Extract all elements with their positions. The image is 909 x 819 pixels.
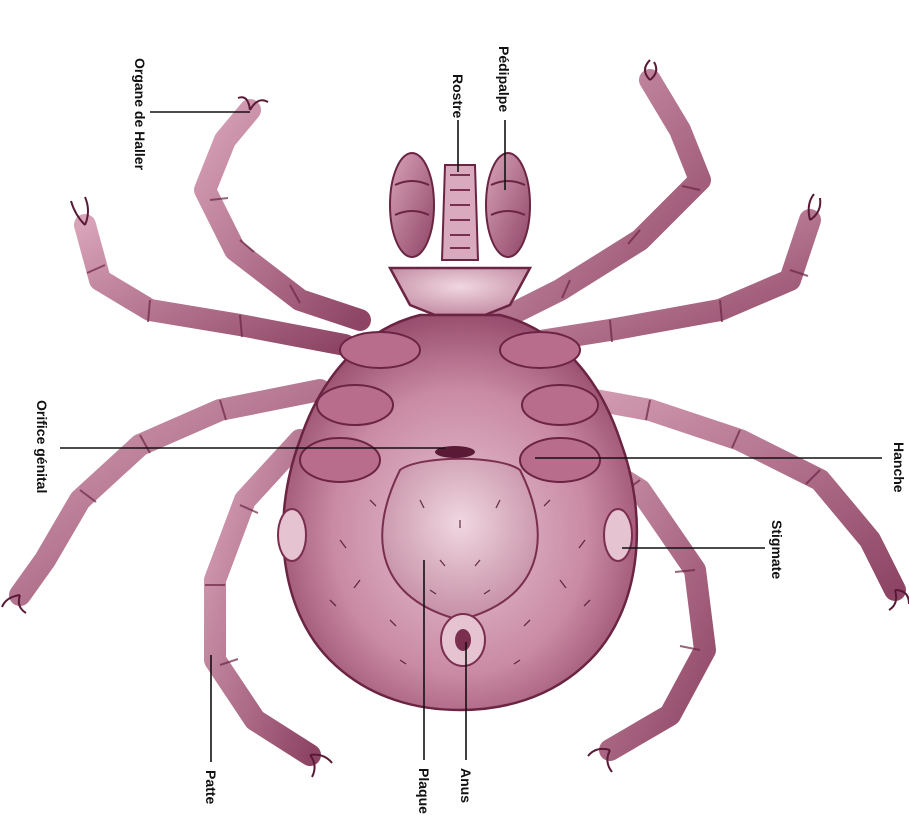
label-pedipalpe: Pédipalpe (496, 46, 512, 112)
label-patte: Patte (203, 770, 219, 804)
leg-left-2 (85, 225, 345, 345)
pedipalp-right (486, 153, 530, 257)
label-stigmate: Stigmate (769, 520, 785, 579)
leg-left-1 (205, 110, 360, 320)
rostrum (442, 165, 478, 260)
label-orifice-genital: Orifice génital (34, 400, 50, 493)
spiracle-right (604, 509, 632, 561)
label-rostre: Rostre (450, 74, 466, 118)
anal-opening (441, 614, 485, 666)
label-organe-de-haller: Organe de Haller (132, 58, 148, 170)
pedipalp-left (390, 153, 434, 257)
label-hanche: Hanche (891, 442, 907, 493)
label-anus: Anus (458, 768, 474, 803)
label-plaque: Plaque (416, 768, 432, 814)
leg-left-3 (20, 390, 320, 595)
spiracle-left (278, 509, 306, 561)
